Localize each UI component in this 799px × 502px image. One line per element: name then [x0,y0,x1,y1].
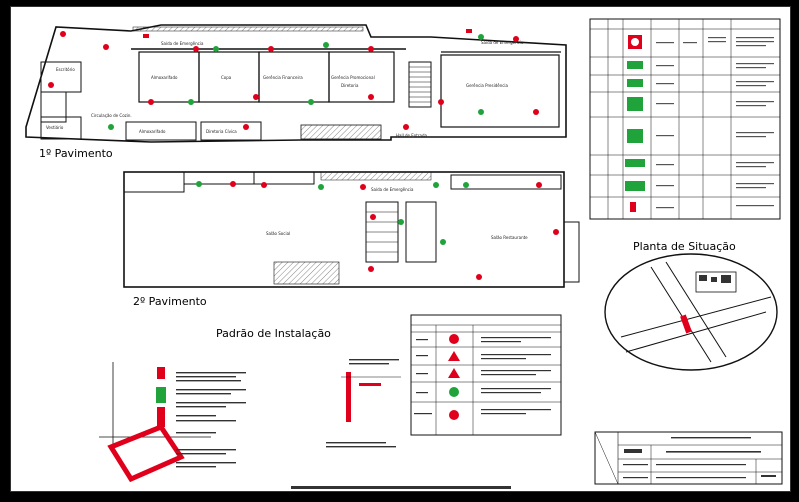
f1-room-11: Almoxarifado [139,129,166,134]
symbol-table [410,314,562,436]
f1-room-13: Hall de Entrada [396,133,427,138]
f1-room-3: Copa [221,75,232,80]
floor2-plan: Saída de Emergência Salão Social Salão R… [123,171,580,308]
f1-room-1: Saída de Emergência [481,40,524,45]
floor2-label: 2º Pavimento [133,295,207,308]
f1-room-7: Gerência Presidência [466,83,509,88]
drawing-sheet: Saída de Emergência Saída de Emergência … [10,6,791,492]
floor1-safety-symbols [48,29,539,130]
f2-room-2: Salão Restaurante [491,235,528,240]
f1-room-4: Gerência Financeira [263,75,303,80]
f2-room-0: Saída de Emergência [371,187,414,192]
f2-room-1: Salão Social [266,231,290,236]
situation-plan: Planta de Situação [604,240,778,371]
situation-title: Planta de Situação [633,240,736,253]
floor1-plan: Saída de Emergência Saída de Emergência … [25,24,567,160]
f1-room-5: Gerência Promocional [331,75,375,80]
technical-drawing: Saída de Emergência Saída de Emergência … [25,18,783,489]
installation-title: Padrão de Instalação [216,327,331,340]
floor1-stairs [408,61,432,108]
f1-room-9: Escritório [56,67,75,72]
floor2-safety-symbols [196,181,559,280]
f1-room-6: Diretoria [341,83,359,88]
clipped-footer [291,486,511,489]
f1-room-0: Saída de Emergência [161,41,204,46]
installation-standard: Padrão de Instalação [99,327,401,483]
signage-legend-table [589,18,781,220]
f1-room-12: Diretoria Cívica [206,129,237,134]
title-block [594,431,783,485]
f1-room-10: Circulação de Cozin. [91,113,132,118]
f1-room-8: Vestiário [46,125,64,130]
floor1-label: 1º Pavimento [39,147,113,160]
f1-room-2: Almoxarifado [151,75,178,80]
